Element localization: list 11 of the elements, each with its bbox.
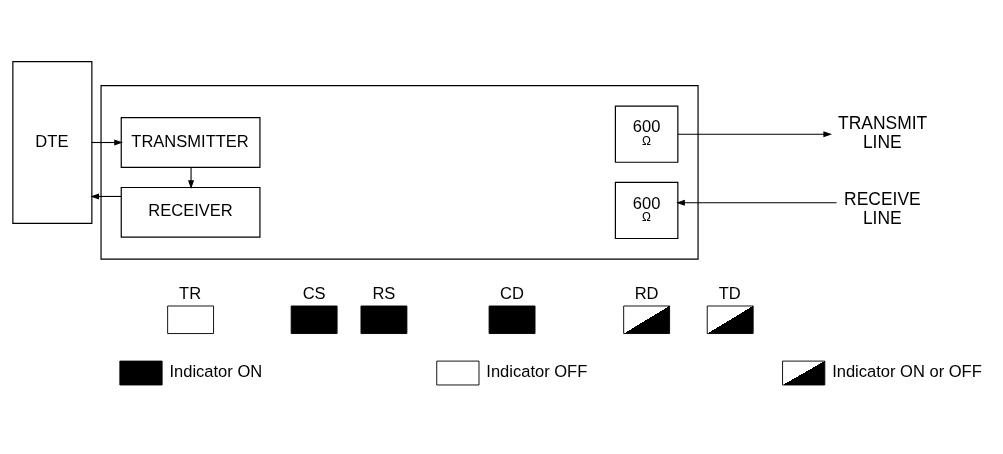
node-text: RECEIVE LINE [844, 189, 921, 229]
node-label: TD [718, 284, 741, 304]
node-label: TR [179, 284, 202, 304]
legend-label: Indicator OFF [486, 362, 588, 382]
legend-label: Indicator ON or OFF [832, 362, 982, 382]
node-text: TRANSMIT LINE [838, 112, 928, 153]
node-label: CS [302, 284, 326, 304]
node-label: CD [500, 284, 524, 304]
node-label: RS [372, 284, 396, 304]
node-label: RD [634, 284, 659, 304]
legend-label: Indicator ON [169, 362, 263, 382]
